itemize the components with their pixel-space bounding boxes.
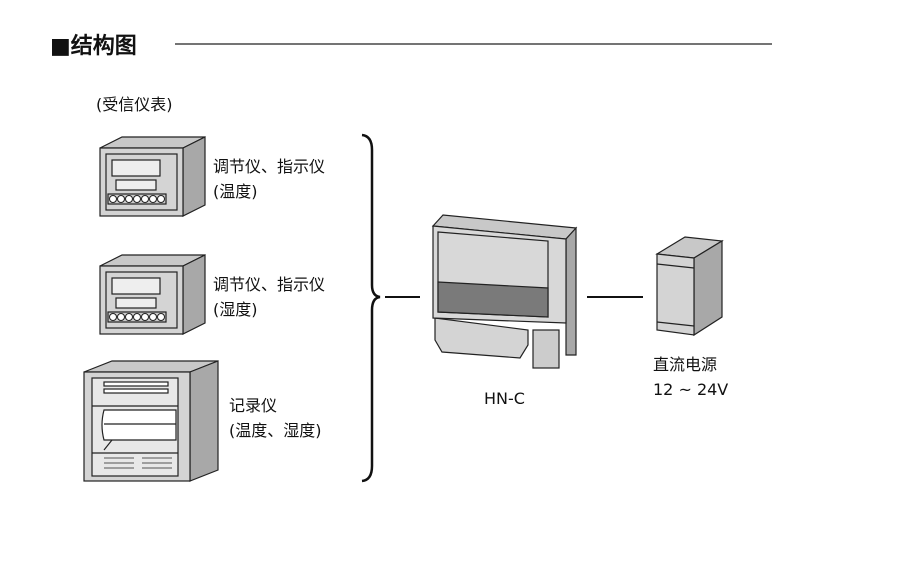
device-label: 调节仪、指示仪 (温度) <box>213 154 325 204</box>
power-name: 直流电源 <box>653 355 718 374</box>
controller-humidity-icon <box>99 254 206 335</box>
device-name: 记录仪 <box>229 396 278 415</box>
hn-c-sensor-icon <box>431 214 578 369</box>
device-sub: (温度、湿度) <box>229 421 322 440</box>
device-sub: (温度) <box>213 182 258 201</box>
sensor-model-label: HN-C <box>484 389 525 408</box>
power-supply-icon <box>655 236 724 337</box>
device-sub: (湿度) <box>213 300 258 319</box>
page-title: ■结构图 <box>50 34 137 59</box>
power-voltage: 12 ~ 24V <box>653 380 729 399</box>
device-name: 调节仪、指示仪 <box>213 275 326 294</box>
receiver-group-label: (受信仪表) <box>96 95 173 114</box>
device-label: 记录仪 (温度、湿度) <box>229 393 322 443</box>
recorder-icon <box>83 360 219 482</box>
device-label: 调节仪、指示仪 (湿度) <box>213 272 325 322</box>
device-name: 调节仪、指示仪 <box>213 157 326 176</box>
controller-temperature-icon <box>99 136 206 217</box>
power-label: 直流电源 12 ~ 24V <box>653 352 728 402</box>
brace <box>361 133 381 483</box>
